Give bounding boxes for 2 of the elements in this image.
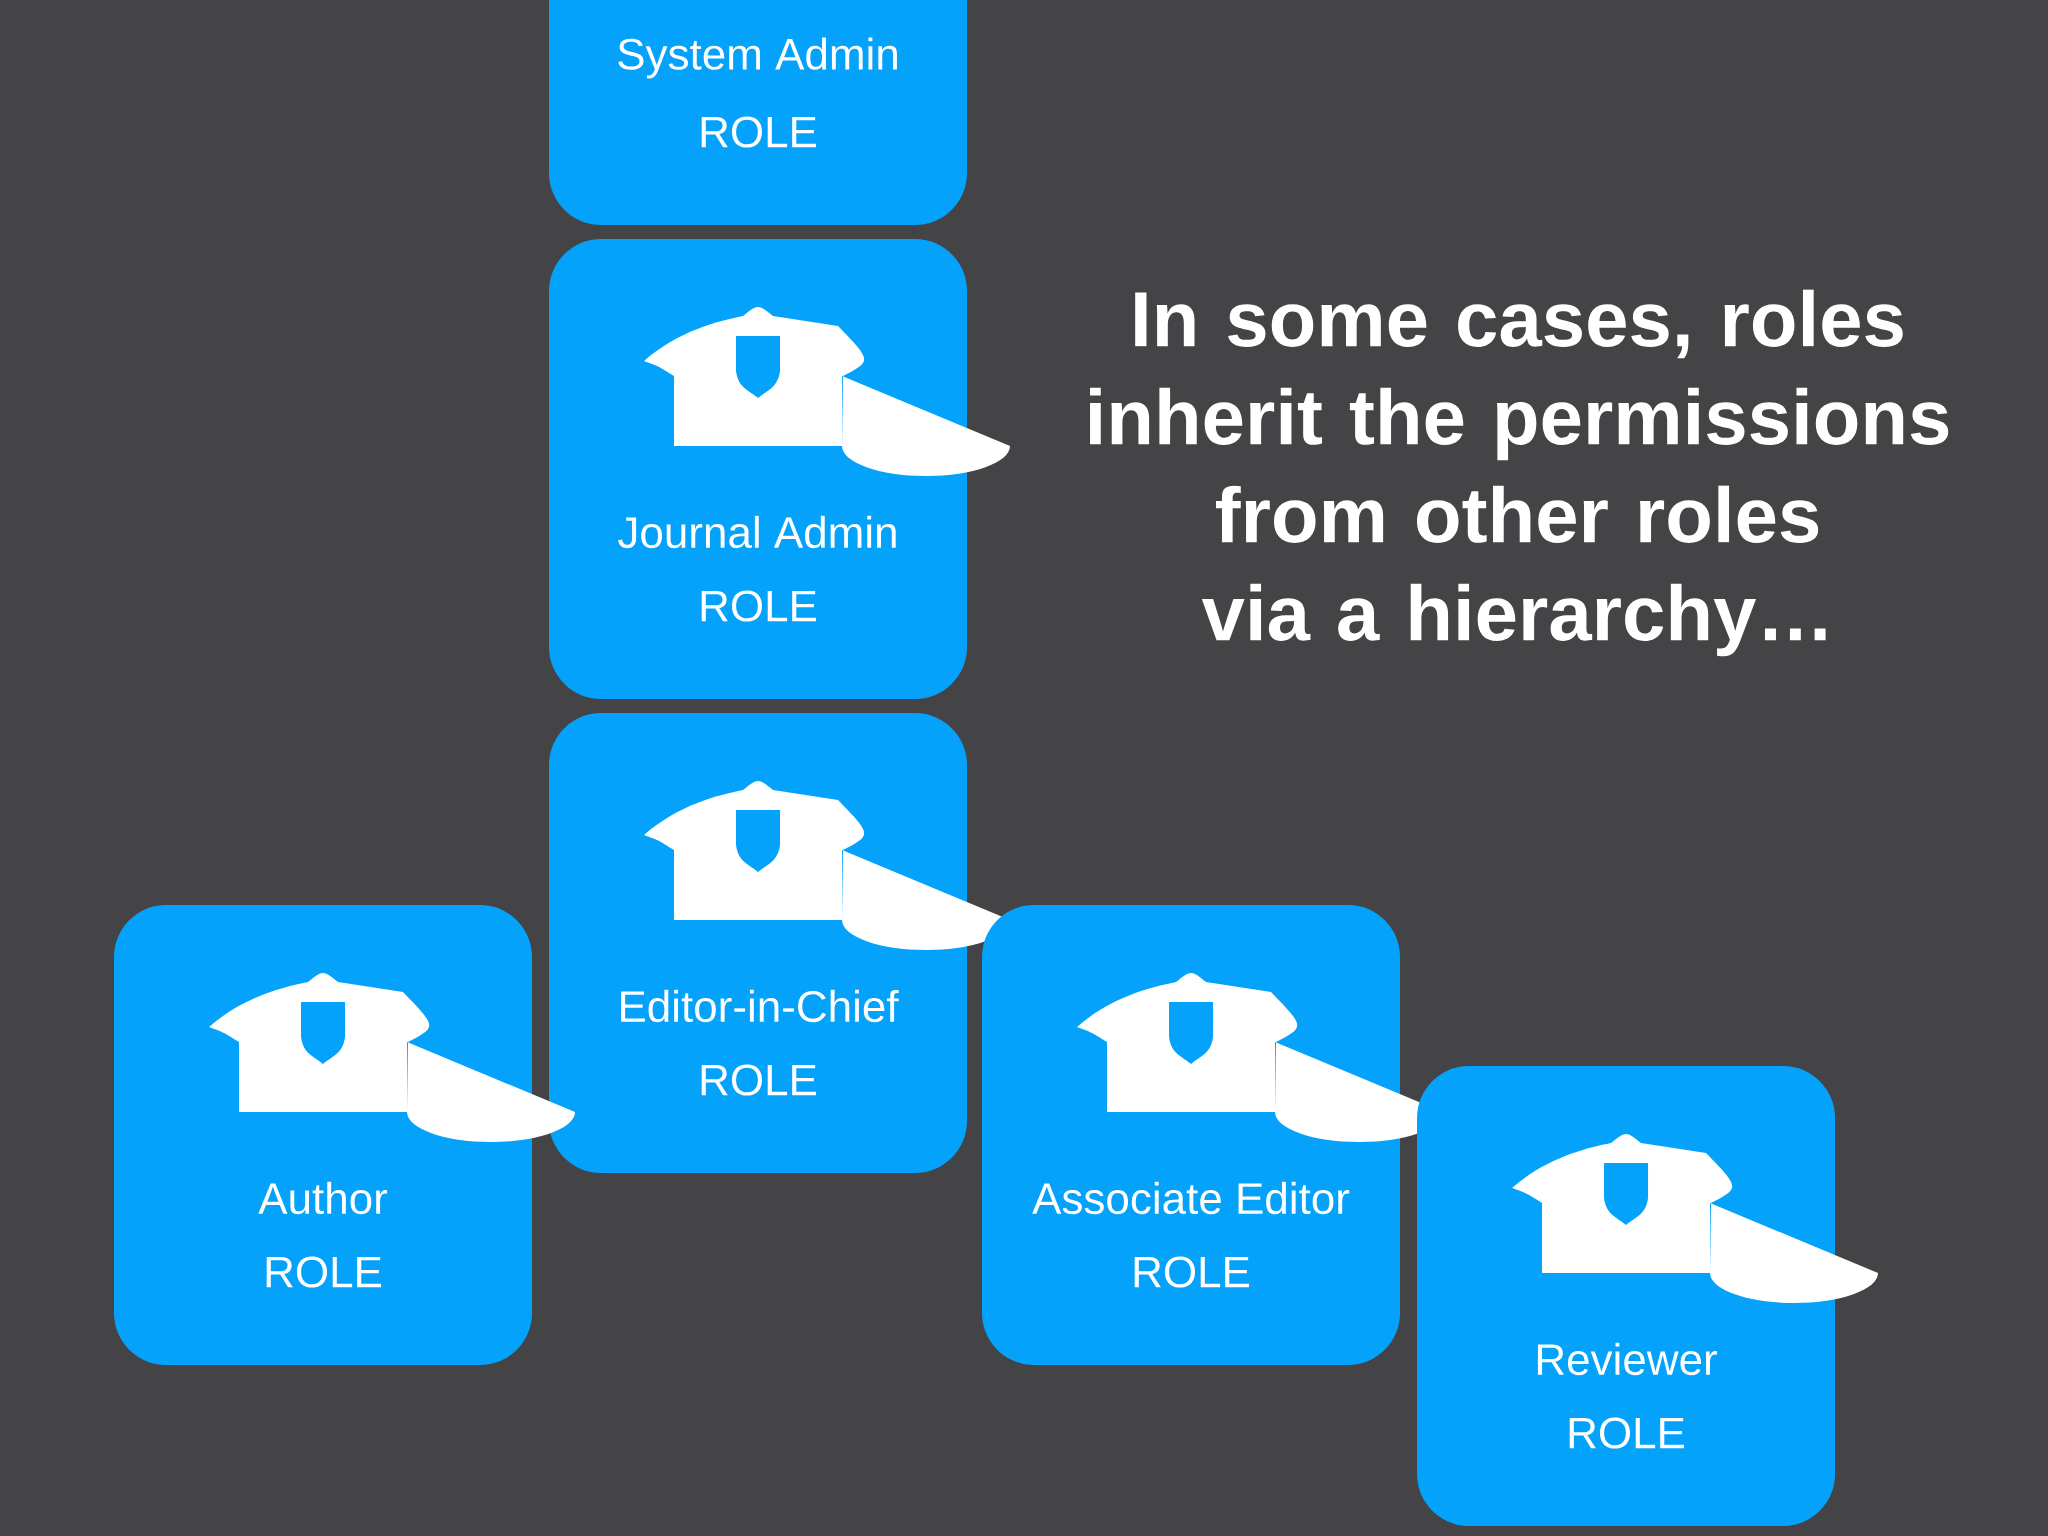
role-card: System Admin ROLE bbox=[549, 0, 967, 225]
heading-text: In some cases, roles inherit the permissions from other roles via a hierarchy… bbox=[1090, 289, 1949, 657]
